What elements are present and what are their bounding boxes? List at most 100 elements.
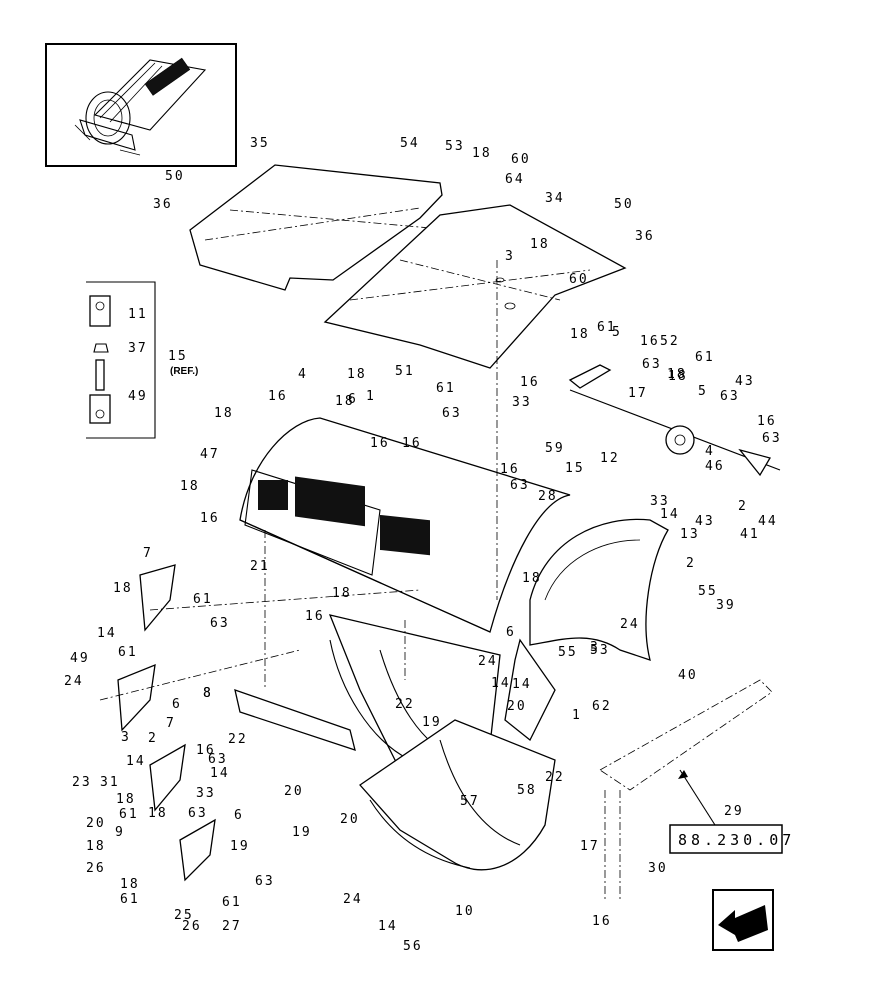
- callout: 61: [695, 350, 715, 365]
- callout: 1: [572, 708, 582, 723]
- callout: 61: [120, 892, 140, 907]
- section-ref-label: 88.230.07: [678, 831, 795, 849]
- callout: 63: [210, 616, 230, 631]
- callout: 21: [250, 559, 270, 574]
- callout: 61: [436, 381, 456, 396]
- callout: 26: [86, 861, 106, 876]
- callout: 40: [678, 668, 698, 683]
- callout: 17: [628, 386, 648, 401]
- callout: 20: [284, 784, 304, 799]
- callout: 33: [650, 494, 670, 509]
- callout: 29: [724, 804, 744, 819]
- callout: 39: [716, 598, 736, 613]
- callout: 6: [348, 392, 358, 407]
- callout: 18: [116, 792, 136, 807]
- callout: 61: [193, 592, 213, 607]
- callout: 36: [635, 229, 655, 244]
- callout: 13: [680, 527, 700, 542]
- callout: 20: [340, 812, 360, 827]
- callout-labels: 35 54 53 18 60 64 34 50 36 50 36 18 3 60…: [64, 136, 780, 954]
- callout: 25: [174, 908, 194, 923]
- callout: 16: [757, 414, 777, 429]
- callout: 6: [172, 697, 182, 712]
- callout: 31: [100, 775, 120, 790]
- callout: 24: [478, 654, 498, 669]
- callout: 3: [121, 730, 131, 745]
- callout: 56: [403, 939, 423, 954]
- callout: 15: [565, 461, 585, 476]
- callout: 47: [200, 447, 220, 462]
- legend-ref: (REF.): [170, 366, 198, 377]
- callout: 4: [298, 367, 308, 382]
- callout: 3: [590, 640, 600, 655]
- callout: 4: [705, 444, 715, 459]
- callout: 18: [667, 367, 687, 382]
- callout: 20: [86, 816, 106, 831]
- callout: 53: [445, 139, 465, 154]
- callout: 63: [255, 874, 275, 889]
- concave-assembly-10: [359, 719, 556, 871]
- top-cover-panel-34: [323, 204, 627, 369]
- callout: 57: [460, 794, 480, 809]
- callout: 63: [188, 806, 208, 821]
- callout: 49: [70, 651, 90, 666]
- callout: 61: [118, 645, 138, 660]
- callout: 14: [378, 919, 398, 934]
- callout: 33: [512, 395, 532, 410]
- callout: 16: [305, 609, 325, 624]
- callout: 14: [512, 677, 532, 692]
- callout: 6: [506, 625, 516, 640]
- callout: 18: [668, 369, 688, 384]
- callout: 19: [292, 825, 312, 840]
- callout: 2: [738, 499, 748, 514]
- callout: 18: [530, 237, 550, 252]
- callout: 18: [332, 586, 352, 601]
- callout: 30: [648, 861, 668, 876]
- callout: 16: [200, 511, 220, 526]
- callout: 2: [148, 731, 158, 746]
- callout: 7: [143, 546, 153, 561]
- callout: 24: [343, 892, 363, 907]
- callout: 24: [620, 617, 640, 632]
- callout: 14: [660, 507, 680, 522]
- callout: 16: [196, 743, 216, 758]
- callout: 60: [511, 152, 531, 167]
- callout: 18: [86, 839, 106, 854]
- callout: 9: [115, 825, 125, 840]
- callout: 5: [612, 325, 622, 340]
- rear-frame-outline: [599, 679, 773, 791]
- callout: 18: [335, 394, 355, 409]
- callout: 10: [455, 904, 475, 919]
- callout: 12: [600, 451, 620, 466]
- callout: 55: [558, 645, 578, 660]
- callout: 33: [196, 786, 216, 801]
- callout: 52: [660, 334, 680, 349]
- callout: 63: [510, 478, 530, 493]
- callout: 51: [395, 364, 415, 379]
- rotor-cage-4: [239, 417, 571, 633]
- callout: 16: [402, 436, 422, 451]
- callout: 61: [222, 895, 242, 910]
- support-bracket-1: [504, 638, 556, 742]
- callout: 18: [180, 479, 200, 494]
- callout: 3: [505, 249, 515, 264]
- callout: 28: [538, 489, 558, 504]
- section-reference: 88.230.07: [669, 769, 795, 854]
- callout: 43: [695, 514, 715, 529]
- callout: 27: [222, 919, 242, 934]
- callout: 19: [422, 715, 442, 730]
- callout: 1: [366, 389, 376, 404]
- shaft-assembly: [568, 364, 781, 477]
- callout: 43: [735, 374, 755, 389]
- callout: 63: [642, 357, 662, 372]
- callout: 62: [592, 699, 612, 714]
- callout: 16: [370, 436, 390, 451]
- callout: 24: [64, 674, 84, 689]
- callout: 55: [698, 584, 718, 599]
- callout: 14: [97, 626, 117, 641]
- grate-bar-8: [234, 689, 356, 751]
- callout: 8: [203, 686, 213, 701]
- callout: 19: [230, 839, 250, 854]
- callout: 18: [522, 571, 542, 586]
